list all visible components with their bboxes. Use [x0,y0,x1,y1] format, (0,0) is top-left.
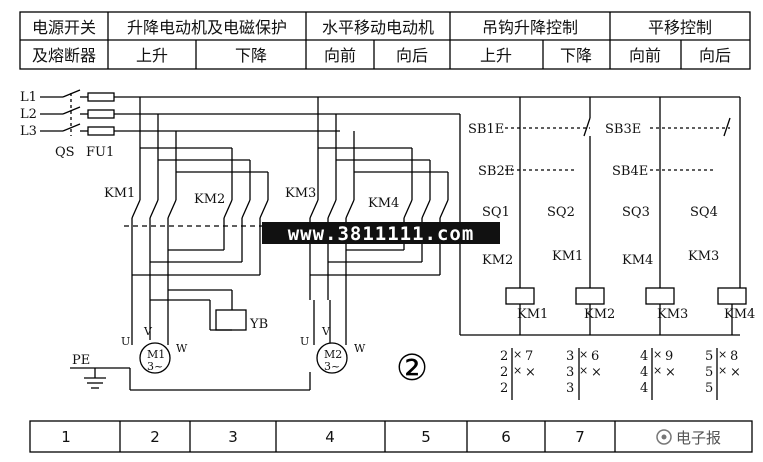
column-number-7: 7 [575,428,585,446]
label-M1-U: U [121,335,130,348]
label-SB3: SB3E [605,122,641,137]
header-horiz-fwd: 向前 [324,46,356,65]
label-ctrl-KM2: KM2 [482,253,513,268]
header-lift-motor: 升降电动机及电磁保护 [127,18,287,37]
contact-ref-right: × [665,365,676,380]
label-coil-KM4: KM4 [724,307,755,322]
header-horiz-motor: 水平移动电动机 [322,18,434,37]
contact-ref-left: 3 [566,349,574,364]
label-SB2: SB2E [478,164,514,179]
column-number-2: 2 [150,428,160,446]
label-M2: M2 [324,348,342,361]
label-SQ4: SQ4 [690,205,718,220]
label-M1-V: V [143,325,153,338]
column-number-table [29,420,753,453]
label-KM2: KM2 [194,192,225,207]
watermark-bar [262,222,500,244]
label-M2-W: W [354,342,366,355]
column-number-4: 4 [325,428,335,446]
label-coil-KM3: KM3 [657,307,688,322]
label-M2-U: U [300,335,309,348]
contact-ref-cross: × [653,364,662,377]
label-ctrl-KM3: KM3 [688,249,719,264]
contact-ref-cross: × [718,364,727,377]
column-number-3: 3 [228,428,238,446]
contact-ref-left: 2 [500,349,508,364]
circuit-number: ② [396,348,428,389]
label-FU1: FU1 [86,145,114,160]
contact-ref-left: 3 [566,381,574,396]
contact-ref-cross: × [513,364,522,377]
header-lift-down: 下降 [235,46,267,65]
contact-ref-cross: × [579,348,588,361]
contact-ref-left: 2 [500,365,508,380]
header-power-switch: 电源开关 [32,18,96,37]
label-coil-KM1: KM1 [517,307,548,322]
contact-reference-tables: 2×72××23×63××34×94××45×85××5 [500,348,741,396]
label-KM4: KM4 [368,196,399,211]
label-L1: L1 [20,90,37,105]
label-M1-phase: 3~ [147,360,163,373]
contact-ref-left: 4 [640,365,648,380]
contact-ref-cross: × [513,348,522,361]
label-SQ2: SQ2 [547,205,575,220]
header-trans-back: 向后 [699,46,731,65]
label-YB: YB [249,317,268,332]
label-M1-W: W [176,342,188,355]
label-QS: QS [55,145,75,160]
contact-ref-left: 4 [640,349,648,364]
watermark-text: www.3811111.com [288,223,475,245]
contact-ref-left: 5 [705,381,713,396]
label-L3: L3 [20,124,37,139]
column-number-6: 6 [501,428,511,446]
contact-ref-left: 5 [705,365,713,380]
contact-ref-cross: × [579,364,588,377]
label-ctrl-KM4: KM4 [622,253,653,268]
header-lift-up: 上升 [136,46,168,65]
column-number-5: 5 [421,428,431,446]
contact-ref-cross: × [653,348,662,361]
label-M1: M1 [147,348,165,361]
header-hook-up: 上升 [480,46,512,65]
label-M2-phase: 3~ [324,360,340,373]
label-L2: L2 [20,107,37,122]
contact-ref-right: × [730,365,741,380]
label-KM3: KM3 [285,186,316,201]
contact-ref-cross: × [718,348,727,361]
label-SB1: SB1E [468,122,504,137]
label-M2-V: V [321,325,331,338]
label-SQ1: SQ1 [482,205,510,220]
header-fuse: 及熔断器 [32,46,96,65]
header-hook-ctrl: 吊钩升降控制 [482,18,578,37]
label-SQ3: SQ3 [622,205,650,220]
contact-ref-right: 8 [730,349,738,364]
contact-ref-left: 5 [705,349,713,364]
label-ctrl-KM1: KM1 [552,249,583,264]
contact-ref-right: 9 [665,349,673,364]
contact-ref-left: 4 [640,381,648,396]
label-SB4: SB4E [612,164,648,179]
label-coil-KM2: KM2 [584,307,615,322]
column-numbers: 1 2 3 4 5 6 7 [61,428,585,446]
header-trans-fwd: 向前 [629,46,661,65]
contact-ref-right: × [591,365,602,380]
label-PE: PE [72,353,90,368]
header-hook-down: 下降 [560,46,592,65]
header-trans-ctrl: 平移控制 [648,18,712,37]
label-KM1: KM1 [104,186,135,201]
column-number-1: 1 [61,428,71,446]
logo-text: 电子报 [676,429,721,447]
contact-ref-right: 7 [525,349,533,364]
contact-ref-left: 2 [500,381,508,396]
contact-ref-right: × [525,365,536,380]
contact-ref-right: 6 [591,349,599,364]
header-horiz-back: 向后 [396,46,428,65]
contact-ref-left: 3 [566,365,574,380]
publisher-logo: 电子报 [656,429,721,447]
